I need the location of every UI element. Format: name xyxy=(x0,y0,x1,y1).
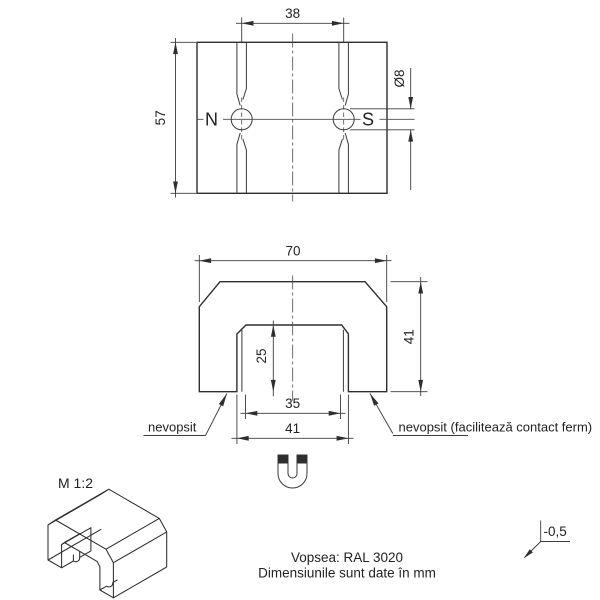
pole-label-n: N xyxy=(205,110,218,130)
dim-text-41-opening: 41 xyxy=(285,421,300,436)
dim-text-25: 25 xyxy=(254,348,269,363)
note-text-right: nevopsit (facilitează contact ferm) xyxy=(399,420,593,435)
footer-paint-note: Vopsea: RAL 3020 xyxy=(291,550,403,565)
dimension-height-41: 41 xyxy=(390,277,428,396)
dim-text-41-height: 41 xyxy=(402,329,417,344)
dimension-slot-depth-25: 25 xyxy=(254,320,276,397)
dimension-slot-width-35: 35 xyxy=(240,394,346,419)
dimension-slot-opening-41: 41 xyxy=(231,394,354,444)
dimension-hole-diameter-8: Ø8 xyxy=(350,68,415,190)
iso-right-leg-notch xyxy=(99,579,118,591)
iso-scale-label: M 1:2 xyxy=(58,475,93,491)
slot-chamfer-edges xyxy=(241,329,344,392)
dim-text-35: 35 xyxy=(285,396,300,411)
dimension-width-70: 70 xyxy=(194,244,392,302)
front-view: 70 41 25 35 xyxy=(143,244,593,444)
isometric-view: M 1:2 xyxy=(47,475,168,599)
top-view-body xyxy=(196,41,388,194)
dimension-depth-57: 57 xyxy=(153,38,196,198)
iso-slot-detail-lines xyxy=(64,532,81,561)
note-nevopsit-left: nevopsit xyxy=(143,393,228,436)
right-pole-groove xyxy=(332,42,355,194)
iso-slot-inner-wall xyxy=(61,527,92,569)
magnet-pole-tip-right xyxy=(297,455,307,464)
chamfer-note-text: -0,5 xyxy=(544,524,567,539)
dimension-hole-spacing-38: 38 xyxy=(236,6,350,42)
iso-back-edges xyxy=(101,488,168,567)
pole-label-s: S xyxy=(362,110,374,130)
dim-text-38: 38 xyxy=(285,6,300,21)
dim-text-70: 70 xyxy=(285,244,300,259)
left-pole-groove xyxy=(230,42,253,194)
dim-text-57: 57 xyxy=(153,110,168,125)
note-nevopsit-right: nevopsit (facilitează contact ferm) xyxy=(369,393,593,436)
horseshoe-magnet-symbol xyxy=(277,454,308,489)
magnet-pole-tip-left xyxy=(278,455,288,464)
iso-front-profile xyxy=(47,519,114,599)
footer-notes: Vopsea: RAL 3020 Dimensiunile sunt date … xyxy=(258,550,436,581)
iso-depth-edges xyxy=(47,488,167,599)
front-view-body xyxy=(198,281,388,393)
footer-units-note: Dimensiunile sunt date în mm xyxy=(258,566,436,581)
note-text-left: nevopsit xyxy=(148,420,197,435)
dim-text-dia8: Ø8 xyxy=(392,69,407,87)
top-view: N S 38 57 Ø8 xyxy=(153,6,415,202)
chamfer-note: -0,5 xyxy=(523,520,570,559)
